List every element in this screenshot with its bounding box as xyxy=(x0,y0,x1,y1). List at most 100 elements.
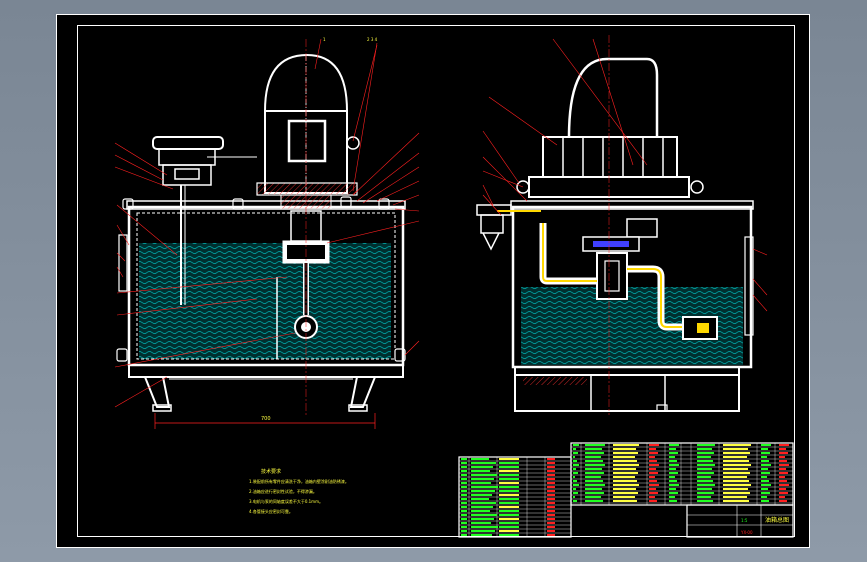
parts-cell xyxy=(461,462,467,464)
parts-cell xyxy=(669,444,679,446)
parts-cell xyxy=(461,482,467,484)
parts-cell xyxy=(697,472,714,474)
parts-cell xyxy=(499,470,519,472)
parts-cell xyxy=(761,460,769,462)
parts-cell xyxy=(547,482,555,484)
parts-cell xyxy=(613,460,637,462)
parts-cell xyxy=(499,530,519,532)
drawing-scale: 1:5 xyxy=(741,518,748,523)
parts-cell xyxy=(573,448,576,450)
parts-cell xyxy=(649,444,659,446)
parts-cell xyxy=(547,514,555,516)
parts-cell xyxy=(761,496,767,498)
parts-cell xyxy=(573,496,575,498)
leaders-right xyxy=(482,38,768,312)
parts-cell xyxy=(613,484,639,486)
balloon-2-3-4: 2 3 4 xyxy=(367,37,378,42)
parts-cell xyxy=(649,492,658,494)
parts-cell xyxy=(471,510,490,512)
parts-cell xyxy=(499,506,519,508)
parts-cell xyxy=(471,514,497,516)
parts-cell xyxy=(697,476,711,478)
parts-cell xyxy=(585,484,605,486)
parts-cell xyxy=(779,480,787,482)
parts-cell xyxy=(723,484,751,486)
parts-cell xyxy=(761,456,767,458)
parts-cell xyxy=(779,444,789,446)
parts-cell xyxy=(761,500,769,502)
parts-cell xyxy=(471,474,497,476)
parts-cell xyxy=(761,468,768,470)
parts-cell xyxy=(779,496,785,498)
parts-cell xyxy=(723,448,748,450)
parts-cell xyxy=(573,484,579,486)
parts-cell xyxy=(761,472,770,474)
parts-cell xyxy=(499,502,519,504)
parts-cell xyxy=(779,448,786,450)
parts-cell xyxy=(547,478,555,480)
parts-cell xyxy=(471,534,492,536)
parts-cell xyxy=(649,468,656,470)
parts-cell xyxy=(547,510,555,512)
parts-cell xyxy=(613,500,637,502)
parts-cell xyxy=(649,496,655,498)
parts-cell xyxy=(461,514,467,516)
parts-cell xyxy=(613,492,638,494)
parts-cell xyxy=(697,492,714,494)
parts-cell xyxy=(723,444,751,446)
parts-cell xyxy=(573,456,575,458)
front-section-view: 700 xyxy=(114,37,420,429)
parts-cell xyxy=(613,448,636,450)
parts-cell xyxy=(585,460,603,462)
parts-cell xyxy=(649,460,657,462)
parts-cell xyxy=(669,468,676,470)
parts-cell xyxy=(471,530,495,532)
parts-cell xyxy=(723,456,747,458)
parts-cell xyxy=(723,476,747,478)
parts-cell xyxy=(669,448,676,450)
parts-cell xyxy=(573,468,576,470)
parts-cell xyxy=(547,470,555,472)
parts-cell xyxy=(585,452,604,454)
parts-cell xyxy=(471,482,491,484)
parts-cell xyxy=(461,494,467,496)
parts-cell xyxy=(461,470,467,472)
parts-cell xyxy=(779,492,788,494)
parts-cell xyxy=(761,476,767,478)
parts-cell xyxy=(697,444,715,446)
parts-cell xyxy=(669,496,675,498)
parts-cell xyxy=(471,518,494,520)
drawing-sheet: 700 xyxy=(56,14,810,548)
parts-list xyxy=(458,442,794,538)
parts-cell xyxy=(723,492,750,494)
parts-cell xyxy=(649,488,656,490)
parts-cell xyxy=(547,466,555,468)
parts-cell xyxy=(547,534,555,536)
parts-cell xyxy=(461,458,467,460)
drawing-canvas: 700 xyxy=(114,35,794,538)
side-section-view xyxy=(476,35,768,415)
parts-cell xyxy=(697,468,712,470)
note-line-3: 3.电机与泵的同轴度误差不大于0.1mm。 xyxy=(249,498,323,504)
parts-cell xyxy=(461,474,467,476)
parts-cell xyxy=(761,484,771,486)
parts-cell xyxy=(669,460,677,462)
parts-cell xyxy=(461,522,467,524)
parts-cell xyxy=(669,452,678,454)
parts-cell xyxy=(547,486,555,488)
parts-cell xyxy=(779,476,785,478)
parts-cell xyxy=(697,500,713,502)
parts-cell xyxy=(547,490,555,492)
parts-cell xyxy=(697,488,712,490)
drawing-frame xyxy=(77,25,795,537)
parts-cell xyxy=(547,522,555,524)
parts-cell xyxy=(761,444,771,446)
parts-cell xyxy=(779,468,786,470)
parts-cell xyxy=(573,444,579,446)
parts-cell xyxy=(613,464,639,466)
parts-cell xyxy=(471,478,494,480)
note-line-4: 4.各管接头应密封可靠。 xyxy=(249,508,293,514)
parts-cell xyxy=(461,510,467,512)
parts-cell xyxy=(761,492,770,494)
